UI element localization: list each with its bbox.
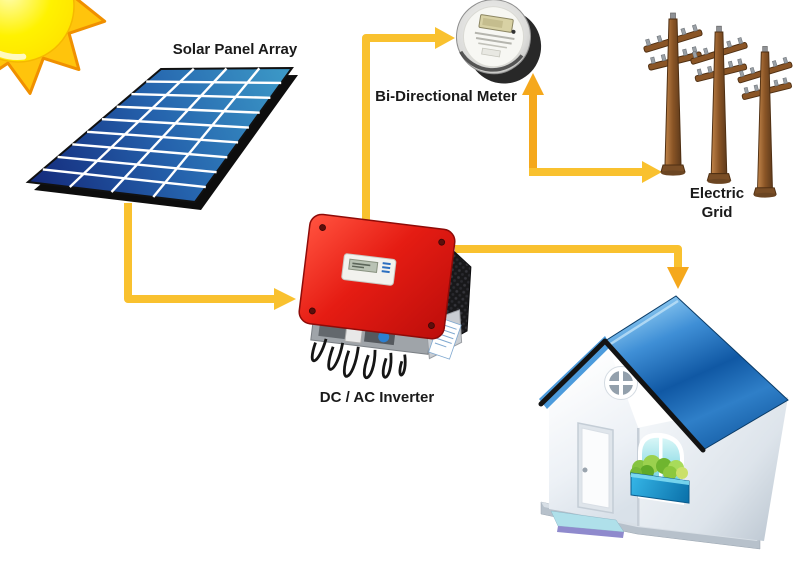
arrowhead-inverter-to-house: [667, 267, 689, 289]
arrow-inverter-to-house: [455, 245, 682, 269]
sun-icon: [0, 0, 107, 95]
utility-pole: [688, 25, 749, 185]
utility-poles-icon: [641, 12, 793, 199]
utility-pole: [641, 12, 704, 177]
arrow-panel-to-inverter: [124, 203, 277, 303]
flower-box: [630, 455, 690, 504]
arrow-inverter-to-meter: [362, 34, 437, 230]
inverter-cables: [310, 338, 407, 380]
inverter-icon: [298, 213, 472, 380]
inverter-screws: [308, 224, 446, 329]
electric-grid-label: Electric Grid: [689, 185, 745, 221]
inverter-label: DC / AC Inverter: [319, 389, 435, 406]
arrowhead-junction-to-grid: [642, 161, 662, 183]
connection-arrows: [124, 27, 689, 310]
arrowhead-inverter-to-meter: [435, 27, 455, 49]
door-knob: [582, 467, 588, 473]
house-icon: [538, 295, 789, 550]
arrowhead-junction-to-meter: [522, 73, 544, 95]
door-step: [550, 510, 625, 538]
arrowhead-panel-to-inverter: [274, 288, 296, 310]
electric-meter-icon: [455, 0, 542, 84]
meter-label: Bi-Directional Meter: [375, 88, 517, 105]
solar-panel-icon: [25, 66, 298, 210]
round-gable-window: [604, 366, 638, 400]
solar-panel-grid: [42, 67, 282, 198]
house-right-wall: [637, 397, 788, 541]
inverter-display: [341, 253, 397, 286]
solar-panel-label: Solar Panel Array: [172, 41, 298, 58]
inverter-indicator-light: [378, 331, 390, 343]
house-door: [577, 422, 614, 514]
